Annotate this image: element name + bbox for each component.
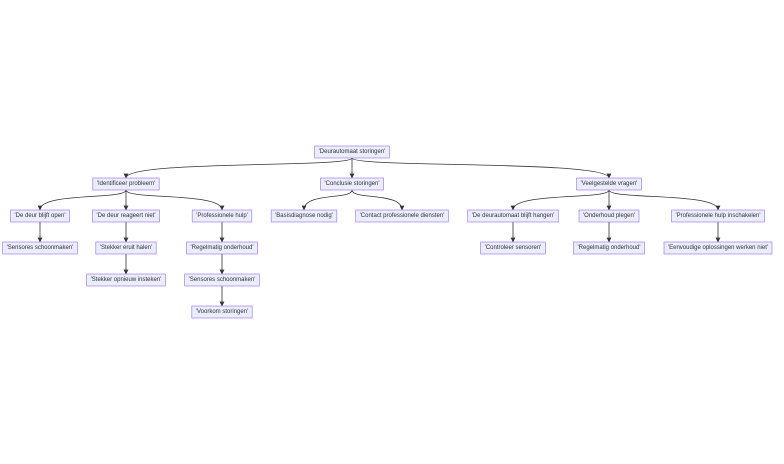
node-check-sensors: 'Controleer sensoren' — [480, 241, 546, 255]
node-label: 'De deur reageert niet' — [97, 213, 156, 219]
node-box — [573, 241, 645, 255]
node-faq: 'Veelgestelde vragen' — [576, 177, 642, 191]
node-box — [191, 209, 253, 223]
node-unplug: 'Stekker eruit halen' — [95, 241, 157, 255]
node-clean-sensors-1: 'Sensores schoonmaken' — [2, 241, 78, 255]
node-box — [480, 241, 546, 255]
node-box — [663, 241, 773, 255]
node-label: 'Stekker opnieuw insteken' — [91, 277, 162, 283]
node-box — [95, 241, 157, 255]
node-clean-sensors-2: 'Sensores schoonmaken' — [184, 273, 260, 287]
edge-conclusion-to-contact-pro — [351, 189, 405, 211]
node-pro-help2: 'Professionele hulp inschakelen' — [671, 209, 765, 223]
node-box — [184, 273, 260, 287]
node-box — [320, 177, 384, 191]
node-box — [92, 177, 160, 191]
node-label: 'Controleer sensoren' — [485, 245, 542, 251]
node-box — [191, 305, 253, 319]
edge-root-to-identify — [123, 157, 353, 179]
node-conclusion: 'Conclusie storingen' — [320, 177, 384, 191]
node-label: 'Eenvoudige oplossingen werken niet' — [668, 245, 768, 251]
node-box — [86, 273, 166, 287]
node-maintenance: 'Onderhoud plegen' — [578, 209, 640, 223]
node-label: 'Stekker eruit halen' — [100, 245, 152, 251]
node-label: 'Veelgestelde vragen' — [581, 181, 638, 187]
node-box — [92, 209, 160, 223]
edge-conclusion-to-basic-diag — [301, 189, 353, 211]
node-label: 'Sensores schoonmaken' — [7, 245, 74, 251]
node-label: 'Professionele hulp inschakelen' — [675, 213, 760, 219]
node-label: 'Deurautomaat storingen' — [319, 149, 386, 155]
node-box — [578, 209, 640, 223]
node-box — [355, 209, 449, 223]
node-box — [10, 209, 70, 223]
node-regular-maint-2: 'Regelmatig onderhoud' — [573, 241, 645, 255]
node-label: 'Contact professionele diensten' — [360, 213, 445, 219]
node-simple-fail: 'Eenvoudige oplossingen werken niet' — [663, 241, 773, 255]
node-box — [576, 177, 642, 191]
node-label: 'Regelmatig onderhoud' — [578, 245, 641, 251]
node-root: 'Deurautomaat storingen' — [314, 145, 390, 159]
node-label: 'Onderhoud plegen' — [583, 213, 635, 219]
node-box — [186, 241, 258, 255]
edge-identify-to-pro-help — [125, 189, 225, 211]
node-basic-diag: 'Basisdiagnose nodig' — [270, 209, 338, 223]
edge-faq-to-stuck — [510, 189, 610, 211]
edges — [37, 157, 721, 307]
node-label: 'Conclusie storingen' — [325, 181, 380, 187]
node-box — [314, 145, 390, 159]
node-pro-help: 'Professionele hulp' — [191, 209, 253, 223]
node-label: 'Identificeer probleem' — [97, 181, 155, 187]
node-prevent: 'Voorkom storingen' — [191, 305, 253, 319]
node-label: 'Basisdiagnose nodig' — [275, 213, 333, 219]
node-label: 'Sensores schoonmaken' — [189, 277, 256, 283]
node-box — [270, 209, 338, 223]
node-door-open: 'De deur blijft open' — [10, 209, 70, 223]
node-label: 'Professionele hulp' — [196, 213, 248, 219]
node-identify: 'Identificeer probleem' — [92, 177, 160, 191]
nodes: 'Deurautomaat storingen' 'Identificeer pr… — [2, 145, 773, 319]
node-replug: 'Stekker opnieuw insteken' — [86, 273, 166, 287]
node-label: 'Voorkom storingen' — [196, 309, 248, 315]
node-label: 'De deur blijft open' — [15, 213, 66, 219]
edge-faq-to-pro-help2 — [608, 189, 721, 211]
node-no-response: 'De deur reageert niet' — [92, 209, 160, 223]
node-box — [671, 209, 765, 223]
node-contact-pro: 'Contact professionele diensten' — [355, 209, 449, 223]
edge-root-to-faq — [351, 157, 612, 179]
node-regular-maint-1: 'Regelmatig onderhoud' — [186, 241, 258, 255]
node-label: 'De deurautomaat blijft hangen' — [472, 213, 555, 219]
node-box — [467, 209, 559, 223]
node-label: 'Regelmatig onderhoud' — [191, 245, 254, 251]
node-box — [2, 241, 78, 255]
edge-identify-to-door-open — [37, 189, 127, 211]
node-stuck: 'De deurautomaat blijft hangen' — [467, 209, 559, 223]
